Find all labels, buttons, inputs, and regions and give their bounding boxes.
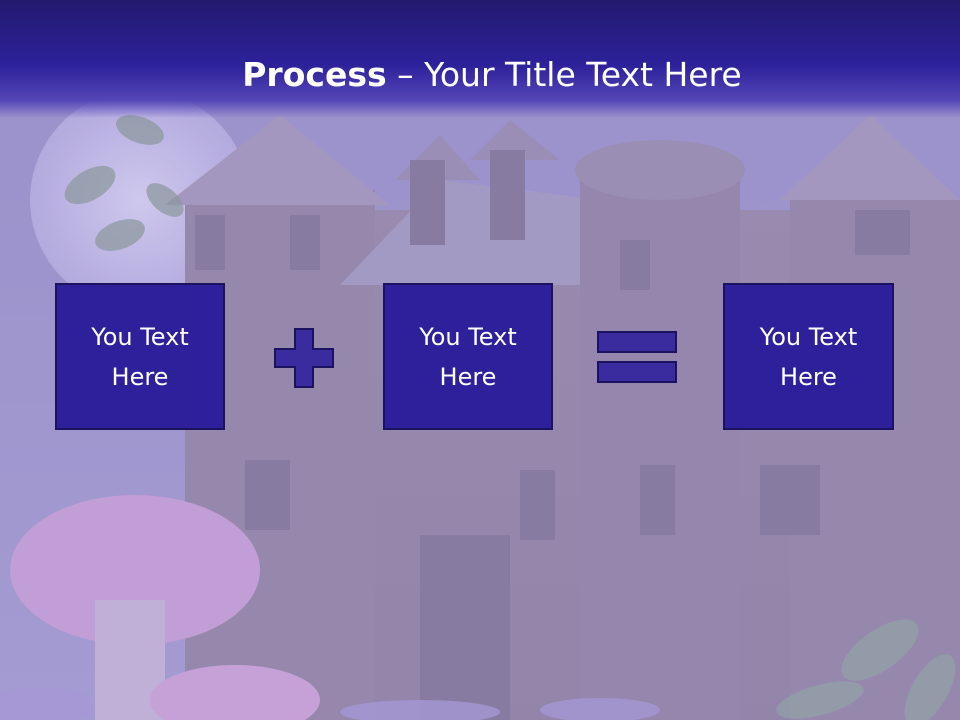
title-bar <box>0 0 960 118</box>
plus-icon <box>274 328 334 388</box>
slide-title: Process – Your Title Text Here <box>0 50 960 100</box>
title-rest-text: – Your Title Text Here <box>386 55 742 94</box>
process-box-2-text: You Text Here <box>419 322 517 391</box>
process-box-1-text: You Text Here <box>91 322 189 391</box>
process-box-2: You Text Here <box>383 283 553 430</box>
title-bold-word: Process <box>242 55 387 94</box>
process-box-3-text: You Text Here <box>759 322 858 391</box>
process-box-3: You Text Here <box>723 283 894 430</box>
process-box-1: You Text Here <box>55 283 225 430</box>
equals-icon <box>597 331 677 383</box>
